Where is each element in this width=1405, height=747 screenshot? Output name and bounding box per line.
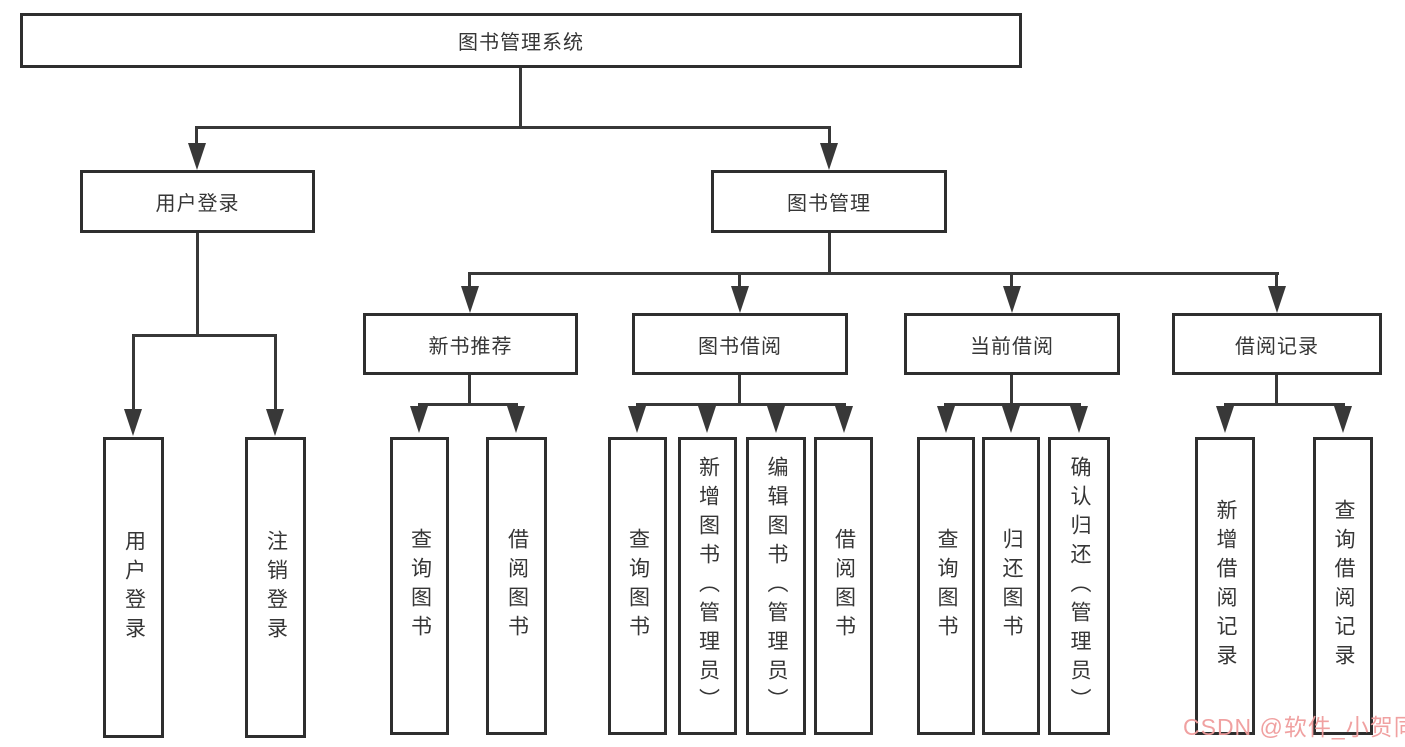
- connector-line: [1275, 272, 1278, 288]
- arrow-down-icon: [461, 286, 479, 313]
- leaf-add-borrow-record: 新增借阅记录: [1195, 437, 1255, 735]
- connector-line: [738, 375, 741, 406]
- node-label: 图书管理: [787, 193, 871, 215]
- arrow-down-icon: [820, 143, 838, 170]
- node-label: 新书推荐: [428, 335, 513, 358]
- leaf-label: 确认归还（管理员）: [1068, 455, 1091, 717]
- connector-line: [274, 334, 277, 412]
- node-new-book-recommend: 新书推荐: [363, 313, 578, 375]
- connector-line: [944, 403, 1081, 406]
- arrow-down-icon: [835, 406, 853, 433]
- arrow-down-icon: [767, 406, 785, 433]
- leaf-user-login: 用户登录: [103, 437, 164, 738]
- connector-line: [196, 126, 831, 129]
- connector-line: [418, 403, 518, 406]
- arrow-down-icon: [1070, 406, 1088, 433]
- node-label: 图书管理系统: [458, 32, 584, 54]
- arrow-down-icon: [628, 406, 646, 433]
- leaf-label: 查询借阅记录: [1332, 499, 1355, 673]
- arrow-down-icon: [1003, 286, 1021, 313]
- connector-line: [1010, 375, 1013, 406]
- connector-line: [196, 233, 199, 337]
- connector-line: [1224, 403, 1345, 406]
- node-label: 当前借阅: [970, 335, 1054, 358]
- leaf-label: 借阅图书: [832, 528, 856, 644]
- arrow-down-icon: [731, 286, 749, 313]
- arrow-down-icon: [188, 143, 206, 170]
- connector-line: [469, 272, 1279, 275]
- connector-line: [1010, 272, 1013, 288]
- arrow-down-icon: [124, 409, 142, 436]
- leaf-confirm-return-admin: 确认归还（管理员）: [1048, 437, 1110, 735]
- node-book-borrowing: 图书借阅: [632, 313, 848, 375]
- connector-line: [195, 126, 198, 146]
- leaf-borrow-books: 借阅图书: [486, 437, 547, 735]
- node-library-management-system: 图书管理系统: [20, 13, 1022, 68]
- connector-line: [1275, 375, 1278, 406]
- arrow-down-icon: [1268, 286, 1286, 313]
- node-label: 用户登录: [155, 193, 240, 215]
- node-book-management: 图书管理: [711, 170, 947, 233]
- leaf-label: 查询图书: [626, 528, 650, 644]
- arrow-down-icon: [1216, 406, 1234, 433]
- connector-line: [132, 334, 135, 412]
- csdn-watermark: CSDN @软件_小贺同学: [1183, 714, 1405, 740]
- node-current-borrowing: 当前借阅: [904, 313, 1120, 375]
- leaf-label: 查询图书: [408, 528, 432, 644]
- node-label: 借阅记录: [1235, 335, 1319, 358]
- leaf-query-books: 查询图书: [917, 437, 975, 735]
- arrow-down-icon: [698, 406, 716, 433]
- arrow-down-icon: [1334, 406, 1352, 433]
- leaf-label: 注销登录: [264, 529, 288, 646]
- leaf-label: 用户登录: [122, 529, 146, 646]
- leaf-query-books: 查询图书: [608, 437, 667, 735]
- connector-line: [828, 126, 831, 146]
- leaf-return-books: 归还图书: [982, 437, 1040, 735]
- node-label: 图书借阅: [698, 335, 782, 358]
- leaf-label: 借阅图书: [505, 528, 529, 644]
- node-borrowing-records: 借阅记录: [1172, 313, 1382, 375]
- leaf-logout: 注销登录: [245, 437, 306, 738]
- connector-line: [828, 233, 831, 275]
- connector-line: [468, 272, 471, 288]
- leaf-edit-books-admin: 编辑图书（管理员）: [746, 437, 806, 735]
- leaf-borrow-books: 借阅图书: [814, 437, 873, 735]
- arrow-down-icon: [507, 406, 525, 433]
- leaf-label: 归还图书: [1000, 528, 1023, 644]
- leaf-query-books: 查询图书: [390, 437, 449, 735]
- connector-line: [132, 334, 277, 337]
- leaf-label: 新增图书（管理员）: [696, 455, 720, 717]
- connector-line: [468, 375, 471, 406]
- arrow-down-icon: [266, 409, 284, 436]
- connector-line: [738, 272, 741, 288]
- leaf-label: 新增借阅记录: [1214, 499, 1237, 673]
- node-user-login: 用户登录: [80, 170, 315, 233]
- leaf-label: 查询图书: [935, 528, 958, 644]
- arrow-down-icon: [937, 406, 955, 433]
- leaf-add-books-admin: 新增图书（管理员）: [678, 437, 737, 735]
- leaf-label: 编辑图书（管理员）: [765, 455, 788, 717]
- arrow-down-icon: [1002, 406, 1020, 433]
- leaf-query-borrow-record: 查询借阅记录: [1313, 437, 1373, 735]
- arrow-down-icon: [410, 406, 428, 433]
- connector-line: [636, 403, 846, 406]
- connector-line: [519, 68, 522, 128]
